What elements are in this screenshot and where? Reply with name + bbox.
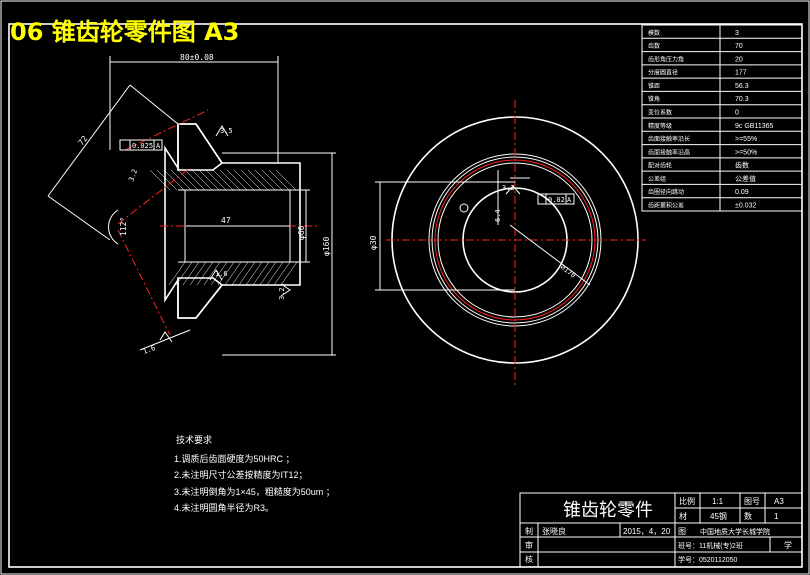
dim-bore-dia: φ60 (297, 225, 306, 240)
tooth-upper (177, 123, 224, 171)
circ-tol-datum: A (567, 196, 572, 204)
section-view: 72 80±0.08 47 φ60 φ160 0.025 A 3.2 1.6 3… (47, 53, 336, 356)
tb-student-id: 学号：0520112050 (678, 555, 738, 564)
param-value: 177 (735, 70, 747, 77)
param-value: 70 (735, 43, 743, 50)
tb-part-name: 锥齿轮零件 (563, 500, 653, 520)
tb-student-label: 学 (784, 540, 792, 550)
dim-bore-length: 47 (221, 216, 231, 225)
dim-outer-dia: φ160 (322, 237, 331, 256)
note-4: 4.未注明圆角半径为R3。 (174, 502, 274, 513)
circ-r-label: ∅170 (559, 263, 577, 280)
tol-flat-value: 0.025 (132, 142, 153, 150)
tb-sheet-value: A3 (774, 497, 784, 506)
tb-material-value: 45钢 (710, 511, 727, 521)
inner-frame (8, 23, 803, 568)
rough-mark-1: 3.2 (127, 168, 139, 183)
param-label: 变位系数 (648, 109, 672, 117)
param-value: >=50% (735, 149, 757, 156)
tb-approve-label: 核 (525, 554, 533, 564)
keyway-dim: 6.4 (494, 209, 502, 222)
page-title: 06 锥齿轮零件图 A3 (10, 18, 239, 46)
param-label: 模数 (648, 29, 660, 37)
param-value: ±0.032 (735, 203, 756, 210)
tb-scale-value: 1:1 (712, 497, 724, 506)
tb-check-label: 图 (678, 527, 686, 536)
param-label: 公差组 (648, 175, 666, 183)
circ-tol-frame (537, 193, 575, 205)
param-label: 分度圆直径 (648, 69, 678, 77)
section-hatch (149, 169, 298, 286)
param-value: 0 (735, 110, 739, 117)
tb-draw-name: 张晓良 (542, 526, 566, 536)
notes-heading: 技术要求 (176, 434, 212, 445)
tb-review-label: 审 (525, 540, 533, 550)
param-label: 齿形角压力角 (648, 55, 684, 63)
param-value: 3 (735, 30, 739, 37)
dim-small: 3.5 (220, 127, 233, 135)
dim-slant-length: 72 (76, 134, 89, 147)
tooth-lower (177, 277, 224, 319)
tb-school: 中国地质大学长城学院 (700, 527, 770, 536)
param-label: 齿面接触率沿长 (648, 135, 690, 143)
cone-line-2 (117, 229, 171, 336)
tb-sheet-label: 图号 (744, 497, 760, 506)
param-value: >=55% (735, 136, 757, 143)
circ-rough: 3.2 (502, 184, 515, 192)
technical-notes: 技术要求 1.调质后齿面硬度为50HRC ； 2.未注明尺寸公差按精度为IT12… (174, 434, 335, 513)
param-label: 齿距累积公差 (648, 202, 684, 210)
param-label: 齿面接触率沿高 (648, 148, 690, 156)
param-value: 公差值 (735, 174, 756, 183)
param-label: 配对齿轮 (648, 162, 672, 170)
cone-line-3 (117, 167, 191, 225)
cone-line-1 (124, 109, 209, 151)
dim-top-width: 80±0.08 (180, 53, 214, 62)
title-block: 锥齿轮零件 比例 1:1 图号 A3 材 45钢 数 1 制 张晓良 2015，… (519, 492, 803, 568)
dim-chamfer: 1.6 (142, 344, 157, 356)
circ-tol-value: 0.02 (548, 196, 565, 204)
param-value: 9c GB11365 (735, 123, 774, 130)
tb-date: 2015，4，20 (623, 527, 671, 536)
note-3: 3.未注明倒角为1×45，粗糙度为50um ； (174, 486, 335, 497)
param-label: 锥角 (648, 95, 660, 103)
param-value: 20 (735, 56, 743, 63)
dim-angle: 112° (119, 217, 128, 236)
tb-draw-label: 制 (525, 526, 533, 536)
rough-symbol (459, 203, 469, 213)
rough-mark-3: 3.2 (278, 287, 286, 300)
param-value: 齿数 (735, 161, 749, 170)
param-value: 56.3 (735, 83, 749, 90)
note-2: 2.未注明尺寸公差按精度为IT12； (174, 469, 308, 480)
tb-class: 班号：11机械(专)2班 (678, 541, 743, 550)
param-label: 齿数 (648, 42, 660, 50)
param-value: 0.09 (735, 189, 749, 196)
tb-material-label: 材 (679, 511, 687, 521)
tolerance-frame (119, 139, 163, 151)
param-table: 模数 3 齿数 70 齿形角压力角 20 分度圆直径 177 锥距 56.3 锥角 70.3 变位系数 0… (641, 24, 803, 212)
param-value: 70.3 (735, 96, 749, 103)
tb-scale-label: 比例 (679, 496, 695, 506)
circ-dia-label: φ30 (369, 235, 378, 250)
tol-flat-datum: A (156, 142, 161, 150)
tb-qty-label: 数 (744, 511, 752, 521)
note-1: 1.调质后齿面硬度为50HRC ； (174, 453, 295, 464)
front-view: φ30 ∅170 6.4 0.02 A 3.2 (369, 100, 646, 385)
param-label: 精度等级 (648, 122, 672, 130)
param-label: 锥距 (648, 82, 660, 90)
param-label: 齿圈径向跳动 (648, 188, 684, 196)
rough-mark-2: 1.6 (215, 270, 228, 278)
tb-qty-value: 1 (774, 512, 779, 521)
